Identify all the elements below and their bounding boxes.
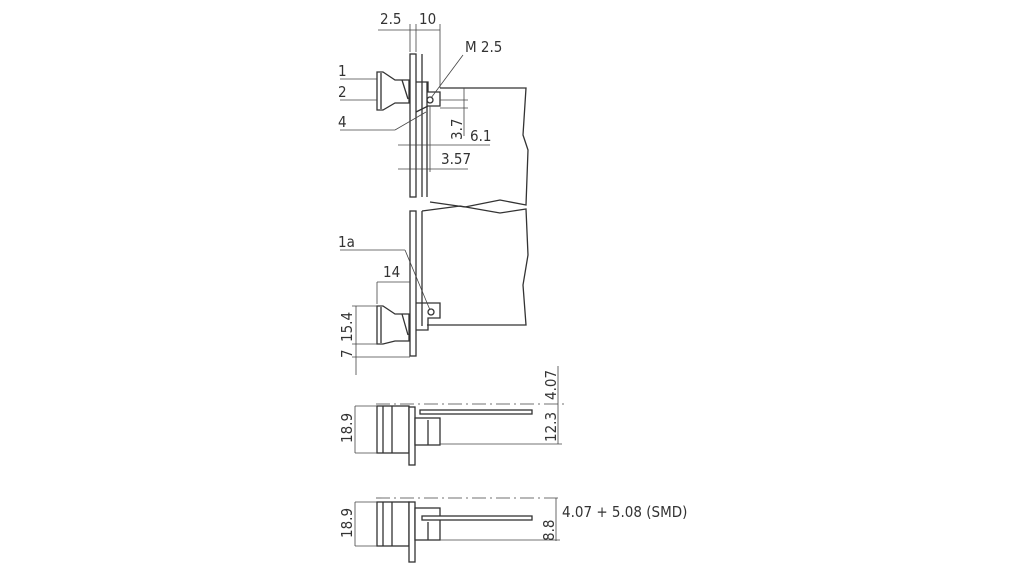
- dim-14: 14: [383, 263, 400, 281]
- dim-6-1: 6.1: [470, 127, 491, 145]
- lower-view: 1a 14 15.4 7: [338, 205, 529, 375]
- callout-1: 1: [338, 62, 347, 80]
- callout-4: 4: [338, 113, 347, 131]
- side-view-tht: 18.9 4.07 12.3: [338, 366, 568, 466]
- dim-7: 7: [338, 349, 356, 358]
- smd-note: 4.07 + 5.08 (SMD): [562, 503, 687, 521]
- top-view: 2.5 10 1 2 4 M 2.5 3.7 6.1: [338, 10, 529, 208]
- side-view-smd: 18.9 8.8 4.07 + 5.08 (SMD): [338, 497, 687, 563]
- dim-3-57: 3.57: [441, 150, 471, 168]
- dim-2-5: 2.5: [380, 10, 401, 28]
- dim-m2-5: M 2.5: [465, 38, 502, 56]
- dim-18-9-tht: 18.9: [338, 413, 356, 443]
- dim-4-07: 4.07: [542, 370, 560, 400]
- callout-2: 2: [338, 83, 347, 101]
- dim-15-4: 15.4: [338, 312, 356, 342]
- dim-8-8: 8.8: [540, 520, 558, 541]
- dim-12-3: 12.3: [542, 412, 560, 442]
- dim-10: 10: [419, 10, 436, 28]
- callout-1a: 1a: [338, 233, 355, 251]
- dim-18-9-smd: 18.9: [338, 508, 356, 538]
- dim-3-7: 3.7: [448, 119, 466, 140]
